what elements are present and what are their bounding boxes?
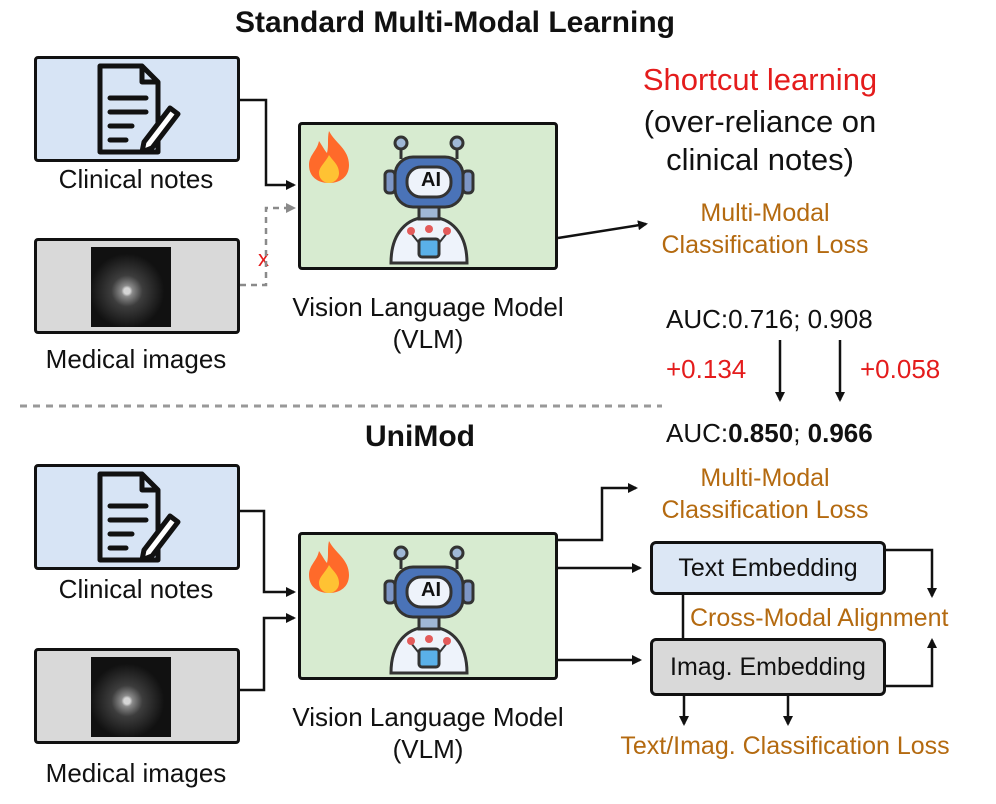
improved-auc-value-1: 0.850 bbox=[728, 418, 794, 448]
bottom-notes-to-vlm-arrow bbox=[240, 509, 296, 597]
top-notes-to-vlm-arrow bbox=[240, 98, 296, 190]
improved-auc-prefix: AUC: bbox=[666, 418, 729, 448]
top-vlm-label-line1: Vision Language Model bbox=[292, 292, 564, 322]
top-image-to-vlm-dashed-arrow bbox=[240, 203, 296, 287]
fundus-image bbox=[91, 247, 171, 327]
gain-right: +0.058 bbox=[860, 354, 941, 384]
robot-ai-badge: AI bbox=[421, 579, 441, 601]
bottom-medical-images-box bbox=[34, 648, 240, 744]
shortcut-learning-title: Shortcut learning bbox=[642, 62, 878, 97]
baseline-auc-prefix: AUC: bbox=[666, 304, 729, 334]
image-embedding-label: Imag. Embedding bbox=[670, 653, 866, 681]
top-loss-line2: Classification Loss bbox=[661, 231, 869, 259]
bottom-loss-line1: Multi-Modal bbox=[700, 464, 830, 492]
document-pencil-icon bbox=[97, 63, 181, 155]
fire-icon bbox=[309, 131, 349, 183]
top-clinical-notes-label: Clinical notes bbox=[58, 164, 214, 194]
text-embedding-to-alignment-arrow bbox=[886, 548, 937, 598]
cross-modal-alignment-label: Cross-Modal Alignment bbox=[690, 604, 949, 632]
top-clinical-notes-box bbox=[34, 56, 240, 162]
baseline-auc: AUC:0.716; 0.908 bbox=[666, 304, 873, 335]
bottom-clinical-notes-box bbox=[34, 464, 240, 570]
improved-auc-value-2: 0.966 bbox=[807, 418, 873, 448]
bottom-clinical-notes-label: Clinical notes bbox=[58, 574, 214, 604]
document-pencil-icon bbox=[97, 471, 181, 563]
shortcut-explanation-line2: clinical notes) bbox=[666, 142, 854, 177]
text-image-loss-label: Text/Imag. Classification Loss bbox=[620, 732, 950, 760]
bottom-vlm-label-line2: (VLM) bbox=[392, 734, 464, 764]
bottom-vlm-to-loss-arrow bbox=[558, 483, 638, 542]
bottom-medical-images-label: Medical images bbox=[45, 758, 227, 788]
top-section-title: Standard Multi-Modal Learning bbox=[235, 6, 675, 39]
robot-icon bbox=[383, 135, 475, 265]
bottom-loss-line2: Classification Loss bbox=[661, 496, 869, 524]
baseline-auc-values: 0.716; 0.908 bbox=[728, 304, 873, 334]
top-medical-images-label: Medical images bbox=[45, 344, 227, 374]
text-embedding-box: Text Embedding bbox=[650, 541, 886, 595]
top-vlm-to-loss-arrow bbox=[557, 220, 648, 240]
bottom-section-title: UniMod bbox=[365, 420, 475, 453]
bottom-vlm-label-line1: Vision Language Model bbox=[292, 702, 564, 732]
improved-auc: AUC:0.850; 0.966 bbox=[666, 418, 873, 449]
top-vlm-box: AI bbox=[298, 122, 558, 270]
top-vlm-label-line2: (VLM) bbox=[392, 324, 464, 354]
bottom-image-to-vlm-arrow bbox=[240, 613, 296, 692]
image-embedding-to-alignment-arrow bbox=[886, 638, 937, 688]
fundus-image bbox=[91, 657, 171, 737]
gain-left: +0.134 bbox=[666, 354, 747, 384]
blocked-path-cross: x bbox=[258, 246, 269, 271]
robot-ai-badge: AI bbox=[421, 169, 441, 191]
bottom-vlm-box: AI bbox=[298, 532, 558, 680]
image-embedding-box: Imag. Embedding bbox=[650, 638, 886, 696]
robot-icon bbox=[383, 545, 475, 675]
top-medical-images-box bbox=[34, 238, 240, 334]
text-embedding-label: Text Embedding bbox=[678, 554, 858, 582]
top-loss-line1: Multi-Modal bbox=[700, 199, 830, 227]
shortcut-explanation-line1: (over-reliance on bbox=[643, 104, 877, 139]
fire-icon bbox=[309, 541, 349, 593]
improved-auc-separator: ; bbox=[793, 418, 808, 448]
